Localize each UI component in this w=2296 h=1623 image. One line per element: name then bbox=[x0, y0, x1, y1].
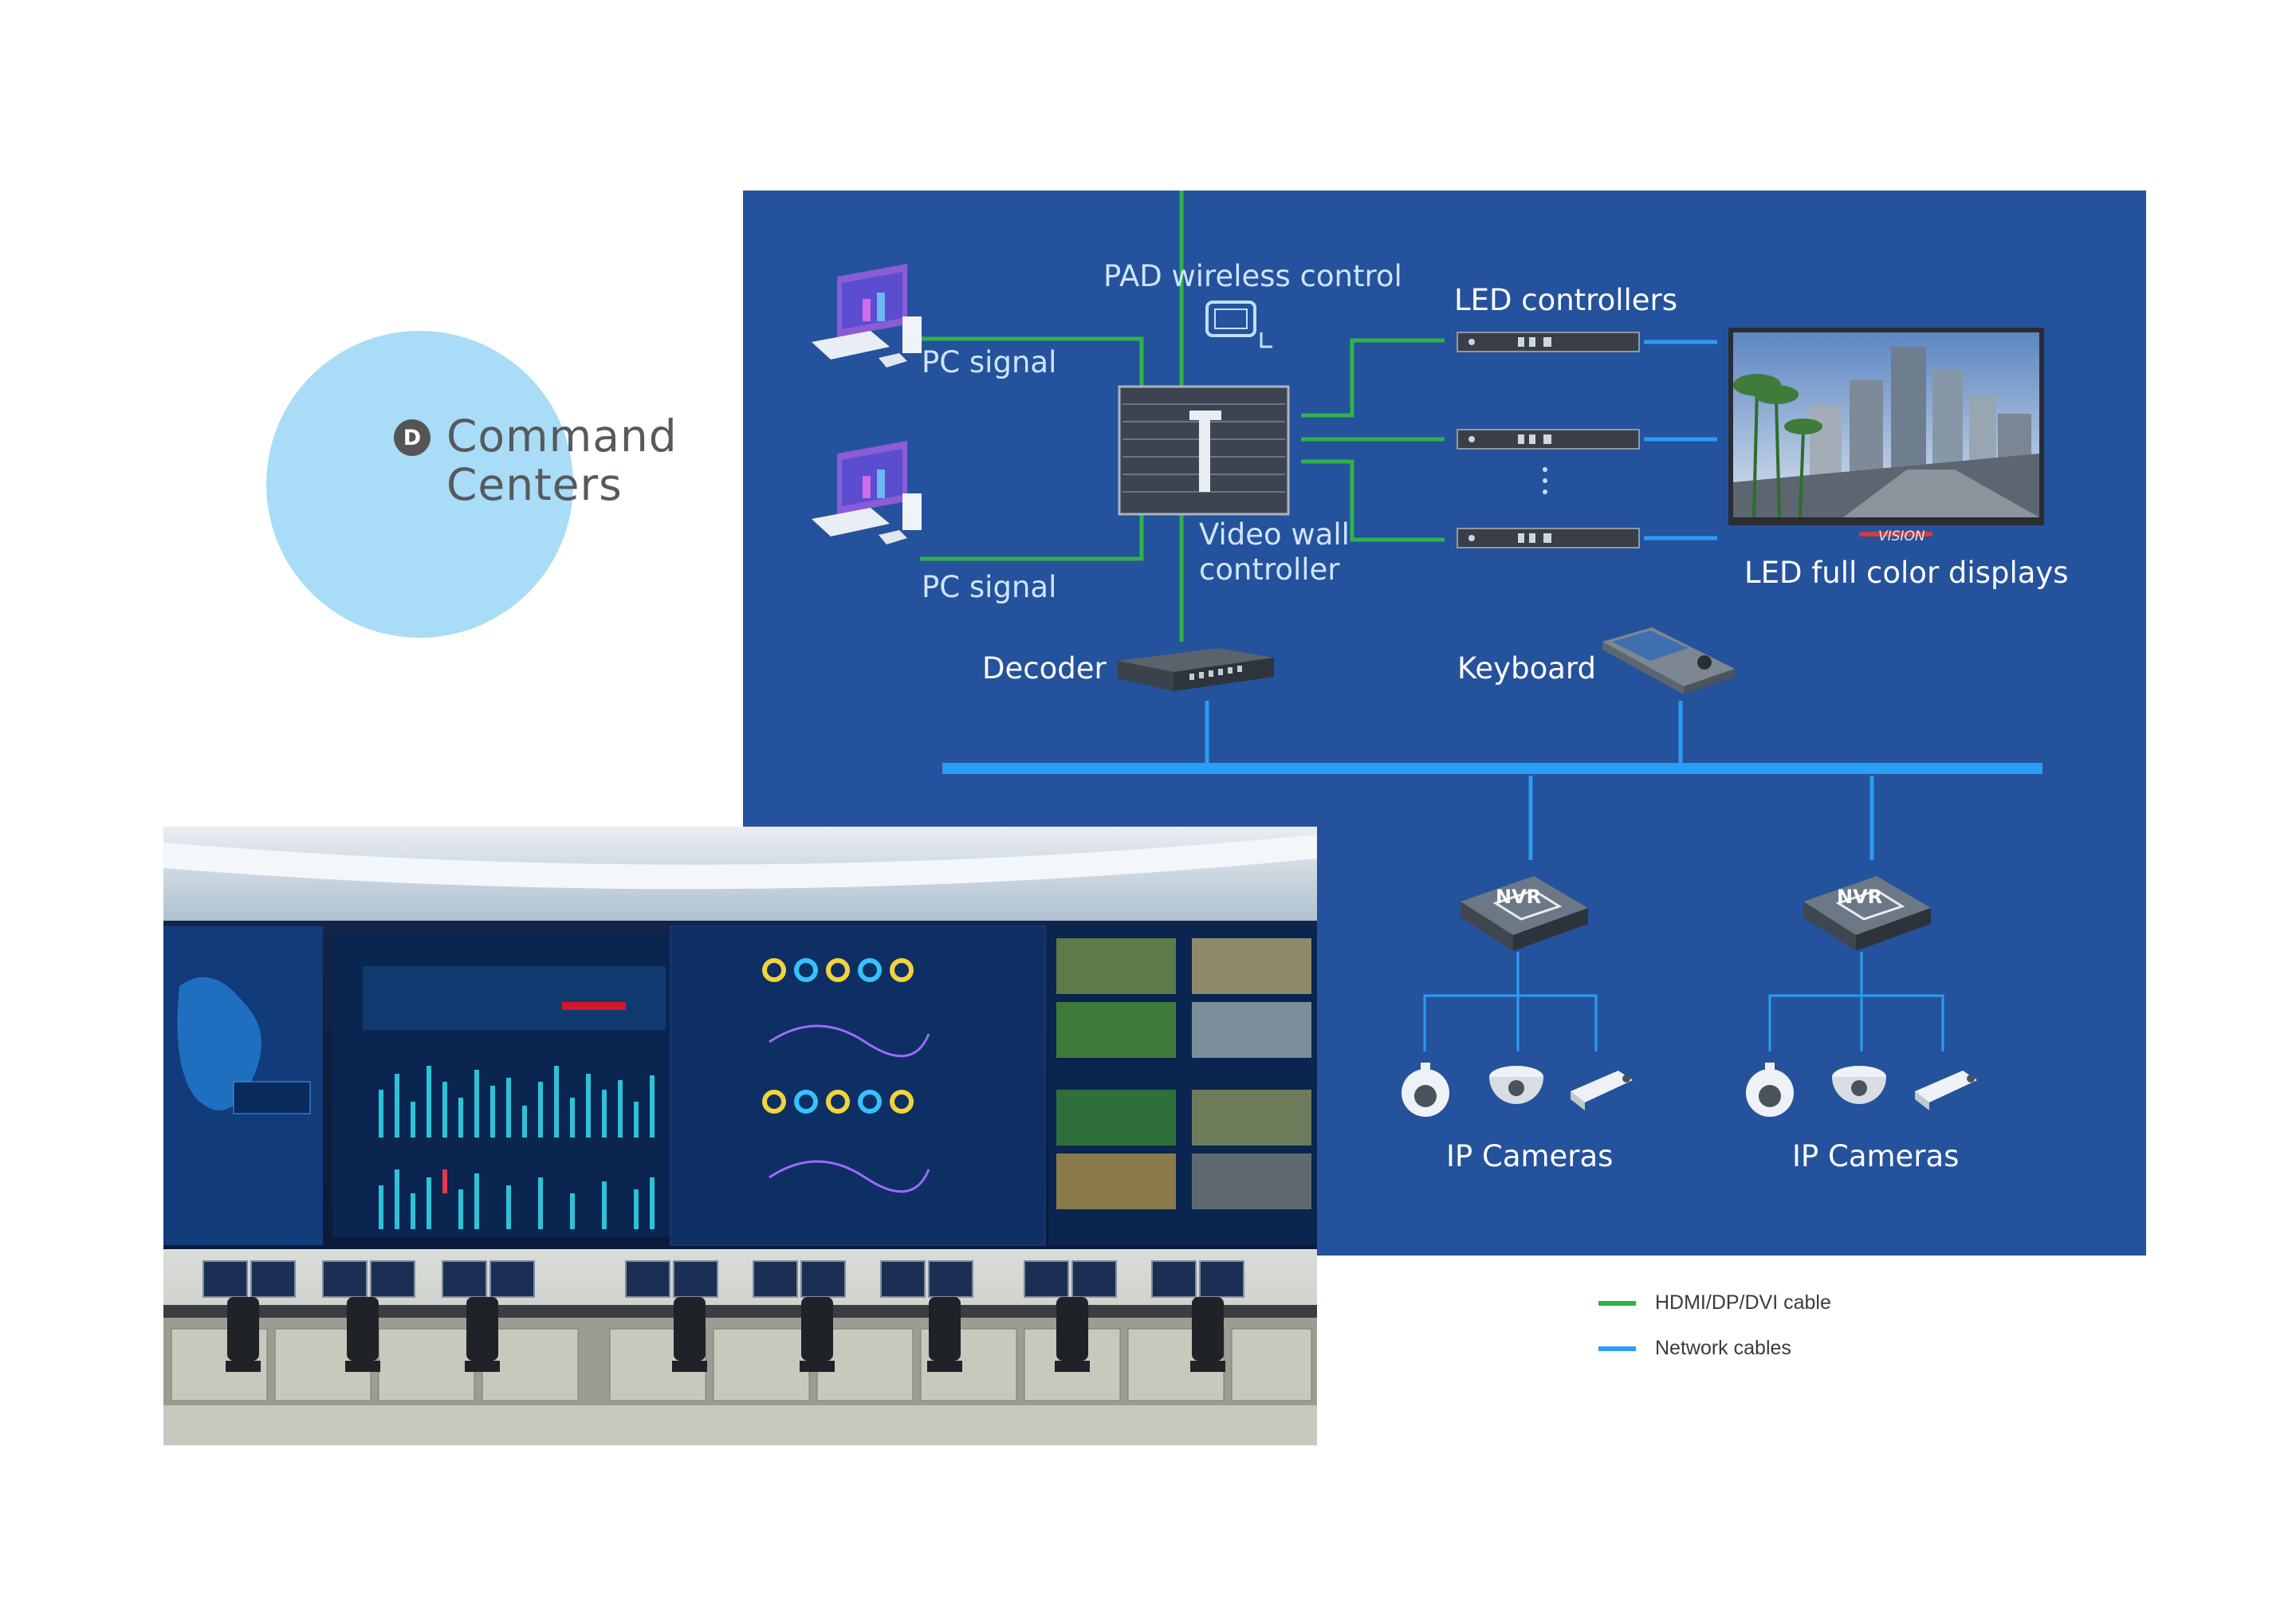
tablet-icon bbox=[1205, 301, 1272, 348]
title-badge-icon: D bbox=[394, 419, 431, 456]
legend-item-network: Network cables bbox=[1598, 1337, 1791, 1360]
led-controller-icon-2 bbox=[1457, 429, 1640, 450]
dome-camera-icon-left bbox=[1489, 1066, 1543, 1104]
title-circle bbox=[266, 331, 573, 638]
decoder-icon bbox=[1118, 648, 1274, 691]
led-controller-icon-3 bbox=[1457, 528, 1640, 548]
led-controller-icon-1 bbox=[1457, 332, 1640, 352]
bullet-camera-icon-left bbox=[1571, 1071, 1633, 1110]
pad-wireless-label: PAD wireless control bbox=[1103, 259, 1402, 293]
more-controllers-dots bbox=[1543, 467, 1547, 494]
legend-label-network: Network cables bbox=[1655, 1337, 1791, 1359]
control-room-photo bbox=[163, 827, 1317, 1445]
hdmi-line-ctrl-3 bbox=[1301, 459, 1445, 542]
dome-camera-icon-right bbox=[1832, 1066, 1886, 1104]
keyboard-icon bbox=[1602, 627, 1735, 694]
ptz-camera-icon-left bbox=[1402, 1063, 1449, 1117]
ip-cameras-label-left: IP Cameras bbox=[1446, 1139, 1614, 1173]
video-wall-screen-map bbox=[163, 926, 323, 1245]
pc-signal-label-bottom: PC signal bbox=[922, 570, 1057, 604]
camera-branches bbox=[1423, 952, 1944, 1051]
ip-cameras-label-right: IP Cameras bbox=[1792, 1139, 1960, 1173]
nvr-label-left: NVR bbox=[1496, 886, 1542, 908]
ptz-camera-icon-right bbox=[1746, 1063, 1794, 1117]
nvr-icon-left bbox=[1461, 876, 1588, 951]
operator-monitors bbox=[202, 1260, 1244, 1298]
nvr-label-right: NVR bbox=[1837, 886, 1883, 908]
legend-item-hdmi: HDMI/DP/DVI cable bbox=[1598, 1291, 1831, 1315]
keyboard-label: Keyboard bbox=[1457, 651, 1596, 686]
pc-workstation-icon-top bbox=[812, 264, 922, 367]
video-wall-controller-label: Video wall controller bbox=[1199, 517, 1350, 587]
network-bus bbox=[942, 763, 2042, 774]
led-displays-label: LED full color displays bbox=[1744, 556, 2069, 590]
led-display-icon bbox=[1728, 328, 2044, 536]
nvr-icon-right bbox=[1803, 876, 1931, 951]
video-wall-screen-cameras bbox=[1048, 926, 1317, 1245]
pc-workstation-icon-bottom bbox=[812, 441, 922, 544]
legend-label-hdmi: HDMI/DP/DVI cable bbox=[1655, 1291, 1831, 1314]
bullet-camera-icon-right bbox=[1915, 1071, 1977, 1110]
page-title-line1: Command bbox=[446, 411, 678, 462]
control-room-illustration bbox=[163, 827, 1317, 1445]
video-wall-controller-icon bbox=[1118, 385, 1290, 516]
pc-signal-label-top: PC signal bbox=[922, 345, 1057, 379]
network-connections bbox=[1205, 340, 1874, 860]
video-wall-screen-dashboard bbox=[670, 925, 1046, 1246]
page-title-line2: Centers bbox=[446, 459, 623, 510]
display-brand-logo: VISION bbox=[1878, 529, 1925, 544]
hdmi-line-pc-top bbox=[920, 336, 1144, 390]
hdmi-line-pc-bottom bbox=[920, 509, 1144, 561]
led-controllers-label: LED controllers bbox=[1454, 283, 1678, 317]
hdmi-line-ctrl-1 bbox=[1301, 338, 1445, 418]
operator-desk bbox=[163, 1305, 1317, 1318]
decoder-label: Decoder bbox=[982, 651, 1107, 686]
office-chair bbox=[226, 1297, 1225, 1372]
diagram-connections bbox=[812, 191, 2044, 1117]
legend-swatch-network bbox=[1598, 1346, 1636, 1351]
legend-swatch-hdmi bbox=[1598, 1300, 1636, 1306]
